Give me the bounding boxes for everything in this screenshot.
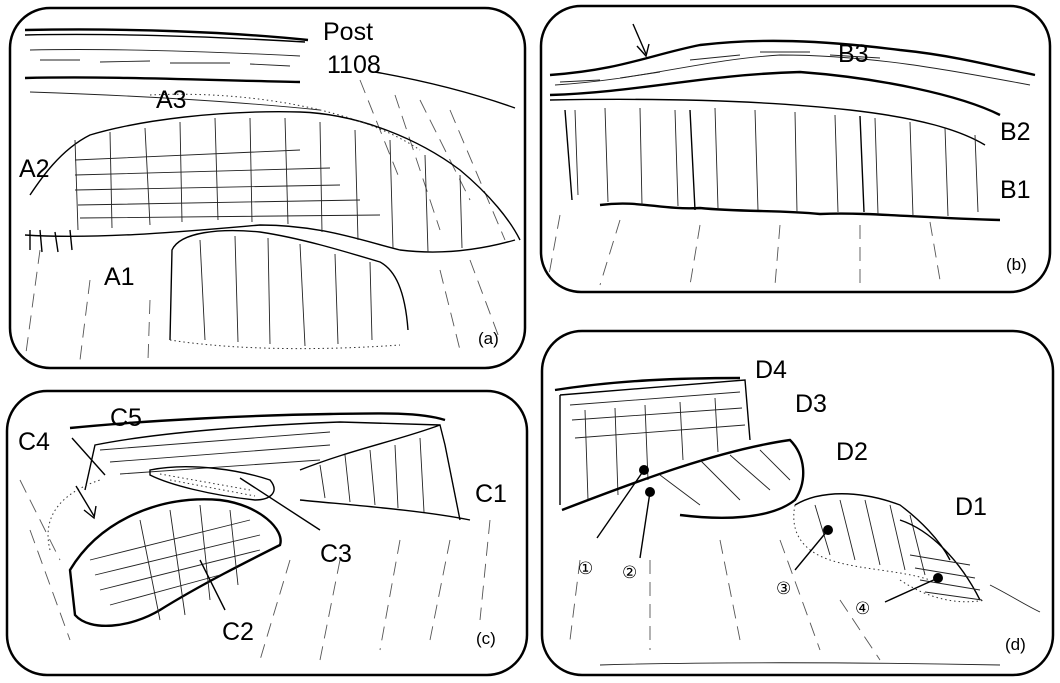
label-post-line2: 1108	[327, 51, 381, 79]
panel-a-caption: (a)	[478, 329, 499, 348]
label-b2: B2	[1000, 118, 1031, 146]
label-post-line1: Post	[323, 18, 373, 46]
panel-d-caption: (d)	[1005, 635, 1026, 654]
marker-2: ②	[622, 563, 637, 583]
label-d2: D2	[836, 438, 868, 466]
label-d4: D4	[755, 356, 787, 384]
marker-1: ①	[578, 559, 593, 579]
label-a3: A3	[156, 86, 187, 114]
marker-3: ③	[776, 579, 791, 599]
panel-a-frame	[10, 8, 525, 368]
panel-b: B3 B2 B1 (b)	[541, 6, 1050, 292]
label-c2: C2	[222, 618, 254, 646]
label-c4: C4	[18, 428, 50, 456]
label-c3: C3	[320, 540, 352, 568]
label-d1: D1	[955, 493, 987, 521]
label-c1: C1	[475, 480, 507, 508]
label-c5: C5	[110, 404, 142, 432]
label-b1: B1	[1000, 176, 1031, 204]
label-a1: A1	[104, 263, 135, 291]
panel-c: C5 C4 C1 C3 C2 (c)	[7, 391, 527, 675]
label-b3: B3	[838, 40, 869, 68]
panel-c-frame	[7, 391, 527, 675]
marker-4: ④	[855, 599, 870, 619]
label-d3: D3	[795, 390, 827, 418]
label-a2: A2	[19, 155, 50, 183]
panel-c-caption: (c)	[476, 629, 496, 648]
panel-b-caption: (b)	[1006, 255, 1027, 274]
panel-a: Post 1108 A3 A2 A1 (a)	[10, 8, 525, 368]
panel-d: ① ② ③ ④ D4 D3 D2 D1 (d)	[542, 331, 1053, 675]
